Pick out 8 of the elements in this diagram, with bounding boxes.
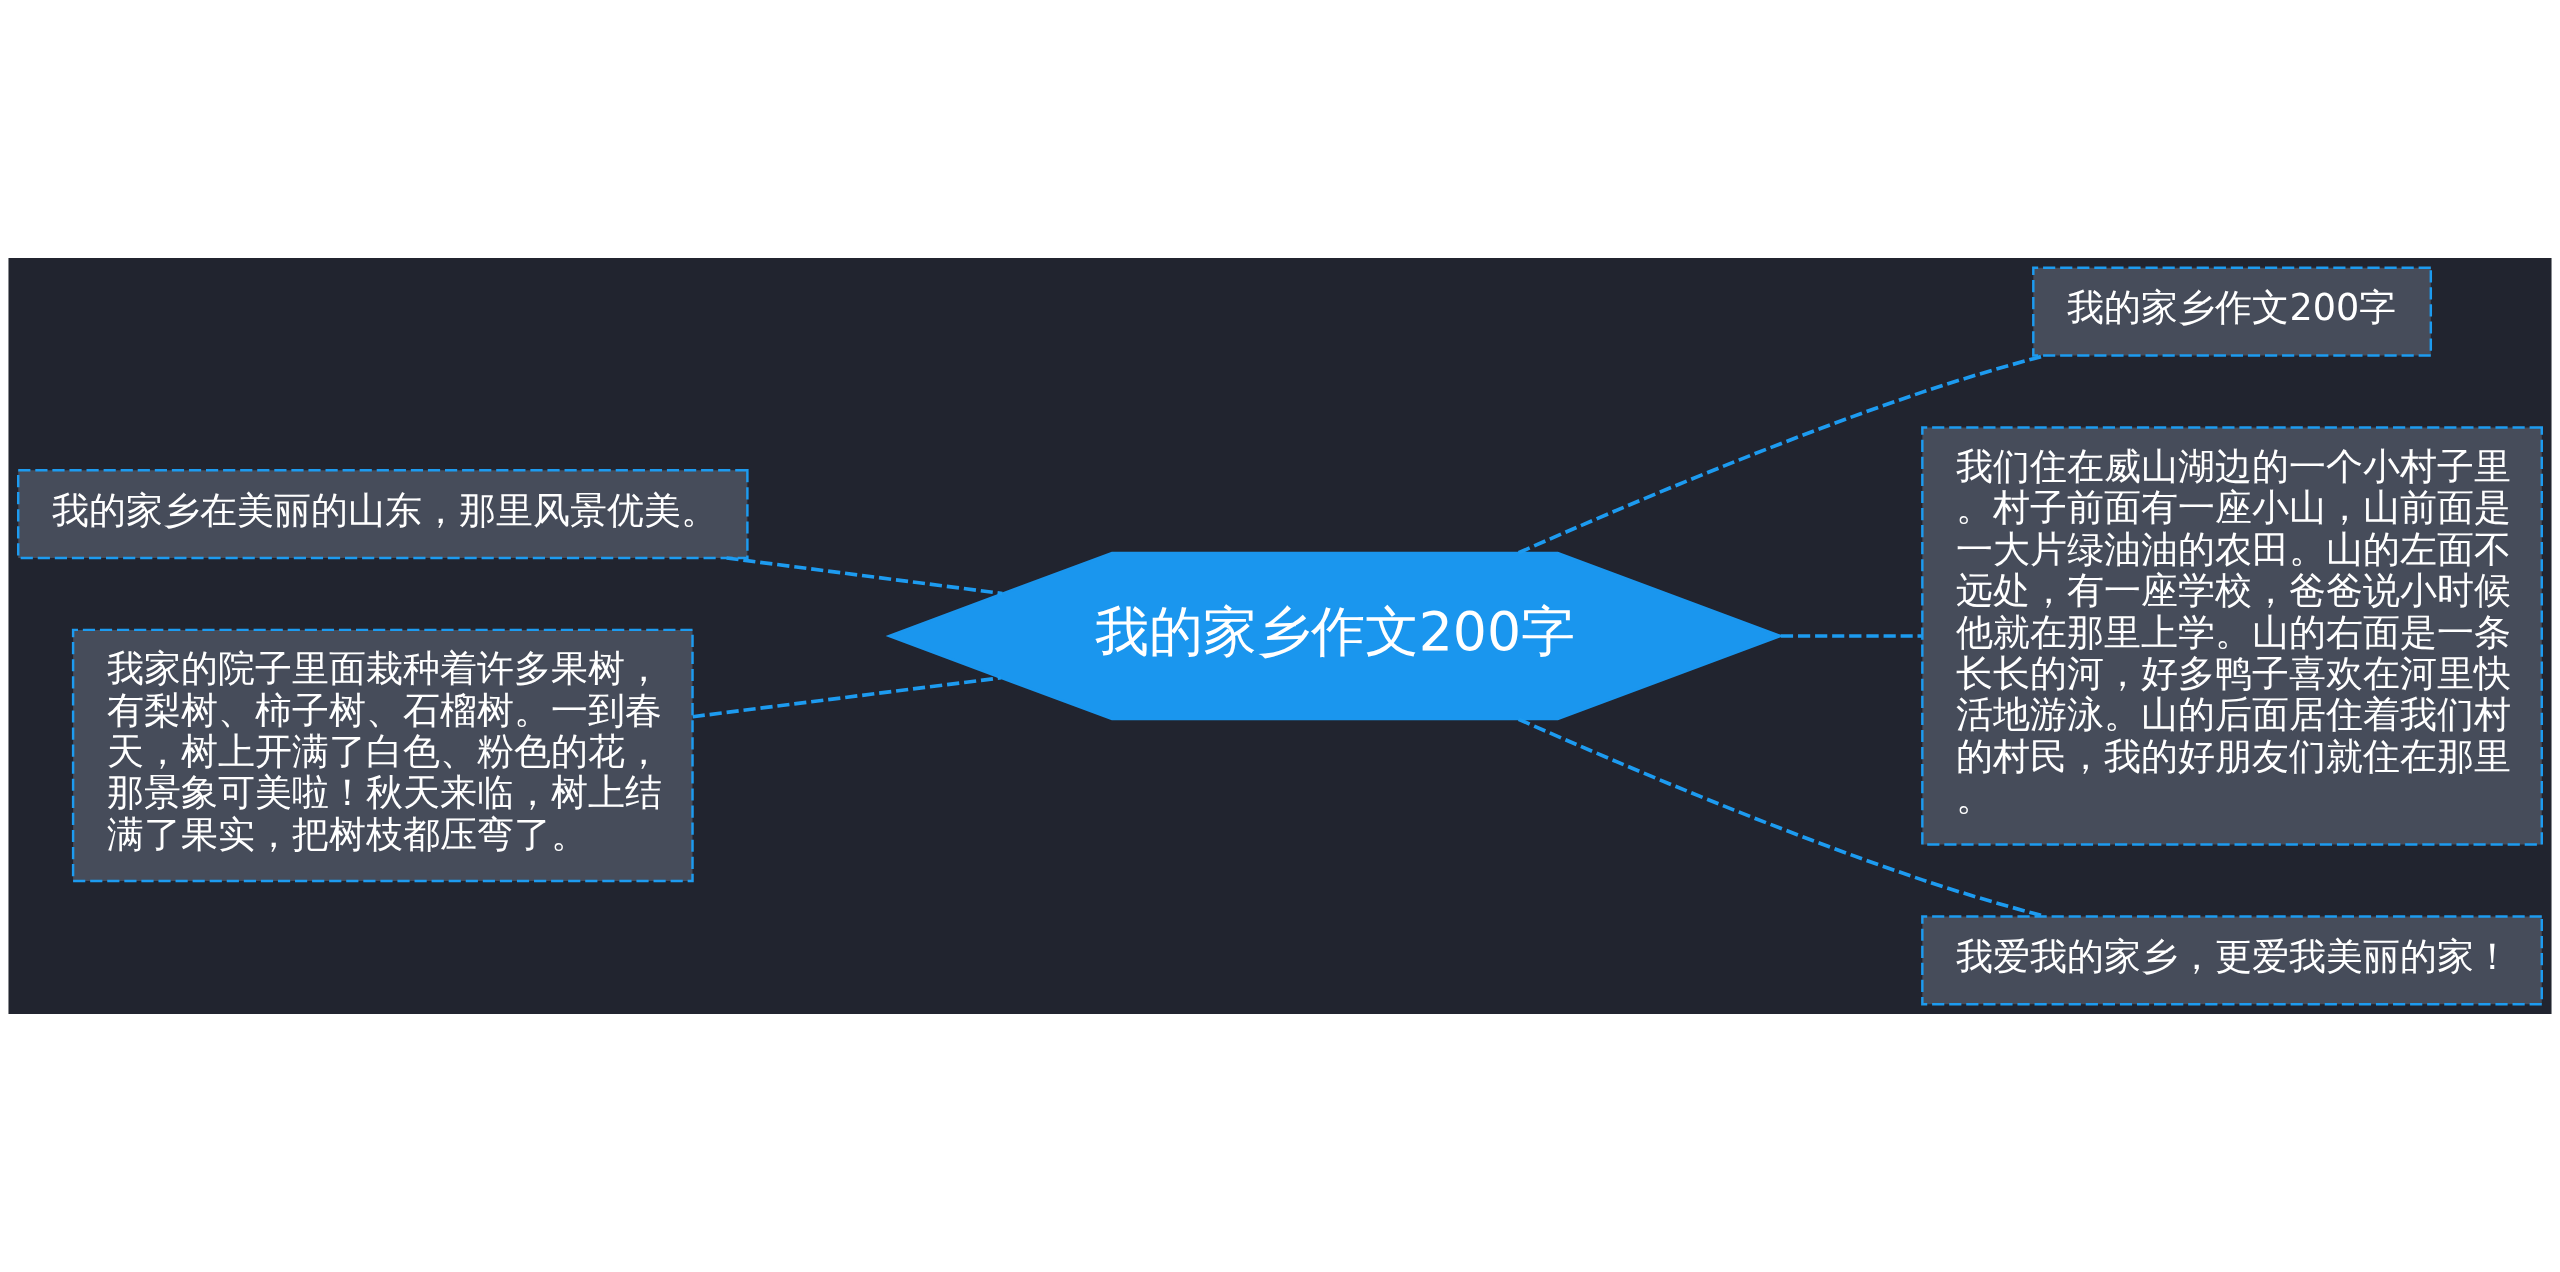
connector xyxy=(692,676,1002,719)
node-box: 我家的院子里面栽种着许多果树，有梨树、柿子树、石榴树。一到春天，树上开满了白色、粉色的花，那景象可美啦！秋天来临，树上结满了果实，把树枝都压弯了。 xyxy=(71,628,694,883)
node-box: 我们住在威山湖边的一个小村子里。村子前面有一座小山，山前面是一大片绿油油的农田。山的左面不远处，有一座学校，爸爸说小时候他就在那里上学。山的右面是一条长长的河，好多鸭子喜欢在河里快活地游泳。山的后面居住着我们村的村民，我的好朋友们就住在那里。 xyxy=(1921,426,2543,846)
node-box: 我爱我的家乡，更爱我美丽的家！ xyxy=(1921,915,2543,1006)
connector xyxy=(1780,634,1922,638)
connector xyxy=(726,556,1003,596)
node-box: 我的家乡在美丽的山东，那里风景优美。 xyxy=(17,468,749,560)
node-box: 我的家乡作文200字 xyxy=(2032,266,2433,357)
